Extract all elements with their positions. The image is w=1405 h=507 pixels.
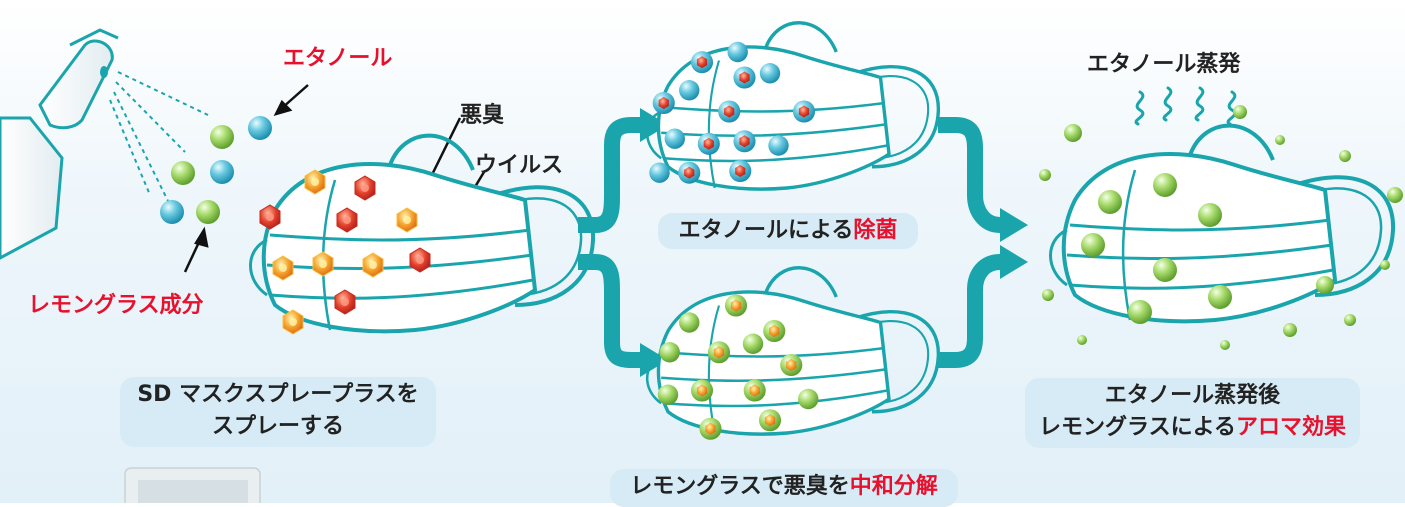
ethanol-droplet-icon [210, 160, 234, 184]
ethanol-droplet-icon [248, 116, 272, 140]
lemongrass-droplet-icon [210, 125, 234, 149]
spray-mist [109, 71, 209, 206]
aroma-caption-line2: レモングラスによるアロマ効果 [1025, 412, 1360, 444]
neutralize-caption-emphasis: 中和分解 [849, 474, 938, 499]
aroma-caption-box: エタノール蒸発後 レモングラスによるアロマ効果 [1025, 378, 1360, 448]
mask-icon [645, 266, 941, 440]
arrow-icon [578, 117, 642, 368]
vapor-wave-icon [1134, 86, 1237, 126]
spray-caption-line1: SD マスクスプレープラスを [137, 382, 419, 407]
ethanol-label: エタノール [283, 46, 393, 71]
aroma-caption-emphasis: アロマ効果 [1235, 415, 1346, 440]
arrow-icon [938, 117, 1005, 368]
odor-label: 悪臭 [460, 103, 505, 128]
lemongrass-droplet-icon [196, 200, 220, 224]
spray-caption-line2: スプレーする [211, 414, 344, 439]
spray-caption-box: SD マスクスプレープラスを スプレーする [120, 377, 436, 447]
aroma-caption-text: レモングラスによる [1039, 415, 1236, 440]
sterilize-caption-text: エタノールによる [678, 218, 854, 243]
spray-droplets [160, 116, 272, 224]
product-thumbnail [124, 467, 261, 503]
ethanol-droplet-icon [160, 200, 184, 224]
mask-icon [645, 21, 941, 191]
ethanol-evaporation-label: エタノール蒸発 [1087, 52, 1241, 77]
lemongrass-droplet-icon [171, 161, 195, 185]
spray-bottle-icon [0, 28, 119, 260]
neutralize-caption-box: レモングラスで悪臭を中和分解 [610, 469, 958, 507]
neutralize-caption-text: レモングラスで悪臭を [630, 474, 850, 499]
sterilize-caption-box: エタノールによる除菌 [658, 213, 918, 249]
aroma-droplets [1039, 105, 1403, 350]
aroma-caption-line1: エタノール蒸発後 [1104, 383, 1281, 408]
lemongrass-component-label: レモングラス成分 [28, 293, 204, 318]
sterilize-caption-emphasis: 除菌 [853, 218, 898, 243]
virus-label: ウイルス [475, 153, 564, 178]
